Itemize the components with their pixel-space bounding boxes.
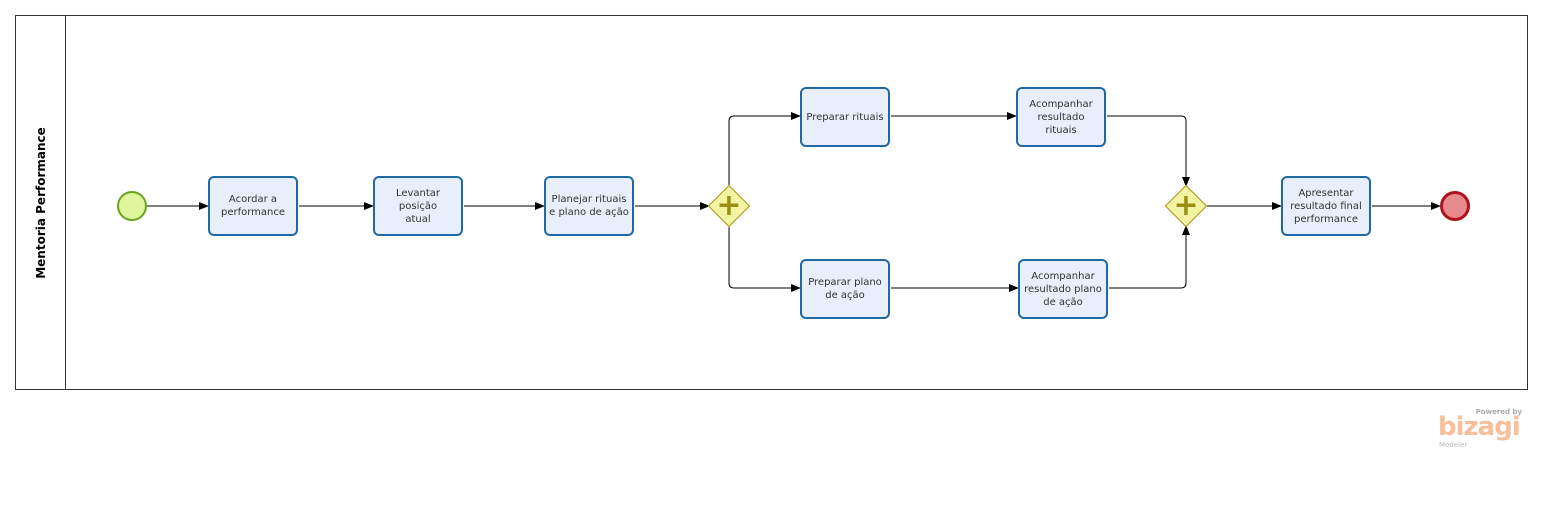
start-event[interactable] [117,191,147,221]
end-event[interactable] [1440,191,1470,221]
gateway-plus-icon: + [1173,188,1199,223]
gateway-plus-icon: + [716,188,742,223]
task-acordar-a-performance[interactable]: Acordar a performance [208,176,298,236]
flow-acompanhar-plano-to-join [1109,225,1190,289]
flow-split-to-preparar-plano [728,226,801,292]
task-preparar-rituais[interactable]: Preparar rituais [800,87,890,147]
bizagi-logo: Powered by bizagi Modeler [1434,408,1526,450]
flow-acompanhar-rituais-to-join [1107,115,1190,187]
flow-split-to-preparar-rituais [728,112,801,186]
logo-sub-text: Modeler [1439,441,1468,449]
logo-name-text: bizagi [1438,412,1521,442]
lane-header [15,15,66,390]
task-preparar-plano[interactable]: Preparar plano de ação [800,259,890,319]
logo-powered-text: Powered by [1475,408,1522,416]
task-levantar-posicao-atual[interactable]: Levantar posição atual [373,176,463,236]
task-planejar-rituais[interactable]: Planejar rituais e plano de ação [544,176,634,236]
task-acompanhar-resultado-plano[interactable]: Acompanhar resultado plano de ação [1018,259,1108,319]
pool [15,15,1528,390]
task-acompanhar-resultado-rituais[interactable]: Acompanhar resultado rituais [1016,87,1106,147]
task-apresentar-resultado-final[interactable]: Apresentar resultado final performance [1281,176,1371,236]
